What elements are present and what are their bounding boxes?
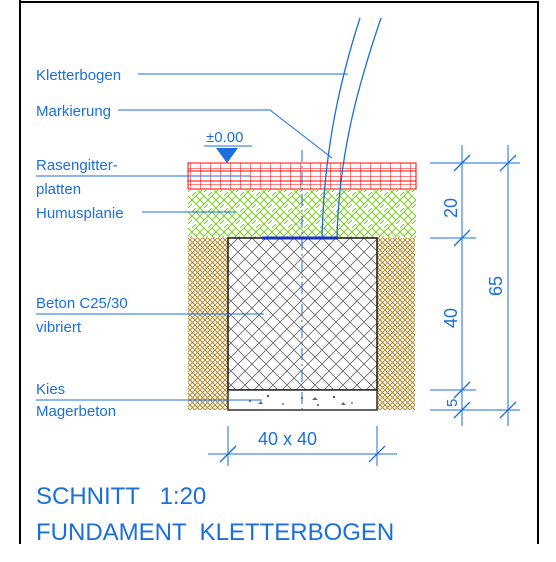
label-kies: Kies xyxy=(36,381,65,398)
label-humusplanie: Humusplanie xyxy=(36,205,124,222)
dimension-40: 40 xyxy=(441,308,461,328)
width-dimension-text: 40 x 40 xyxy=(258,429,317,449)
dimension-20: 20 xyxy=(441,198,461,218)
gravel-soil-right xyxy=(377,238,415,410)
label-kletterbogen: Kletterbogen xyxy=(36,67,121,84)
label-markierung: Markierung xyxy=(36,103,111,120)
label-beton-2: vibriert xyxy=(36,319,82,336)
sheet-frame xyxy=(19,0,539,544)
label-magerbeton: Magerbeton xyxy=(36,403,116,420)
title-line-2: FUNDAMENT KLETTERBOGEN xyxy=(36,519,394,546)
vertical-dimensions xyxy=(430,145,520,426)
level-label: ±0.00 xyxy=(206,129,243,146)
level-marker xyxy=(204,145,252,163)
dimension-65: 65 xyxy=(486,276,506,296)
climbing-arch xyxy=(321,17,382,239)
dimension-5: 5 xyxy=(444,399,461,407)
title-line-1: SCHNITT 1:20 xyxy=(36,483,206,510)
label-beton-1: Beton C25/30 xyxy=(36,295,128,312)
label-rasengitter-2: platten xyxy=(36,181,81,198)
label-rasengitter-1: Rasengitter- xyxy=(36,157,118,174)
width-dimension xyxy=(208,426,397,466)
leader-lines xyxy=(36,73,348,401)
gravel-soil-left xyxy=(188,238,228,410)
